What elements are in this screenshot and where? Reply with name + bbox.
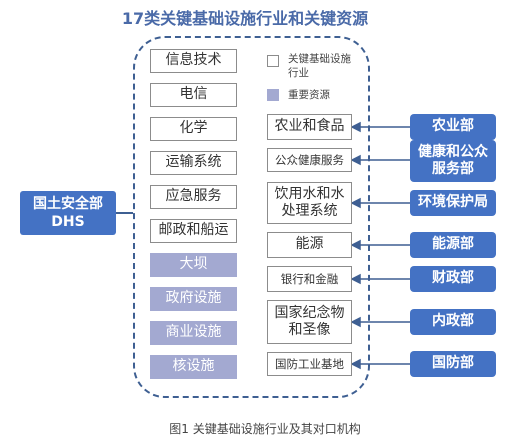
resource-box-dams: 大坝: [150, 253, 237, 277]
resource-box-commercial: 商业设施: [150, 321, 237, 345]
sector-box-banking: 银行和金融: [267, 266, 352, 292]
dashed-boundary: [133, 36, 370, 398]
sector-box-it: 信息技术: [150, 49, 237, 73]
dept-defense: 国防部: [410, 351, 496, 377]
legend-sector-label: 关键基础设施行业: [288, 53, 351, 80]
sector-box-monuments: 国家纪念物和圣像: [267, 300, 352, 344]
sector-box-defense-industrial: 国防工业基地: [267, 352, 352, 376]
dept-treasury: 财政部: [410, 266, 496, 292]
figure-caption: 图1 关键基础设施行业及其对口机构: [169, 422, 361, 436]
dhs-node: 国土安全部 DHS: [20, 191, 116, 235]
sector-box-telecom: 电信: [150, 83, 237, 107]
sector-box-emergency: 应急服务: [150, 185, 237, 209]
legend-resource-label: 重要资源: [288, 89, 330, 101]
dept-energy: 能源部: [410, 232, 496, 258]
sector-box-water: 饮用水和水处理系统: [267, 182, 352, 224]
dept-arrows: [350, 121, 410, 370]
dept-health-human-services: 健康和公众服务部: [410, 140, 496, 182]
sector-box-postal: 邮政和船运: [150, 219, 237, 243]
sector-box-energy: 能源: [267, 232, 352, 258]
diagram-title: 17类关键基础设施行业和关键资源: [121, 9, 369, 28]
resource-box-nuclear: 核设施: [150, 355, 237, 379]
dept-interior: 内政部: [410, 309, 496, 335]
sector-box-public-health: 公众健康服务: [267, 148, 352, 172]
legend-resource-swatch: [267, 89, 279, 101]
dept-agriculture: 农业部: [410, 114, 496, 140]
resource-box-gov-facilities: 政府设施: [150, 287, 237, 311]
sector-box-transport: 运输系统: [150, 151, 237, 175]
sector-box-chemical: 化学: [150, 117, 237, 141]
dhs-name: 国土安全部: [33, 195, 103, 212]
dept-epa: 环境保护局: [410, 190, 496, 216]
legend-sector-swatch: [267, 55, 279, 67]
dhs-abbr: DHS: [51, 214, 85, 230]
sector-box-agriculture: 农业和食品: [267, 114, 352, 140]
